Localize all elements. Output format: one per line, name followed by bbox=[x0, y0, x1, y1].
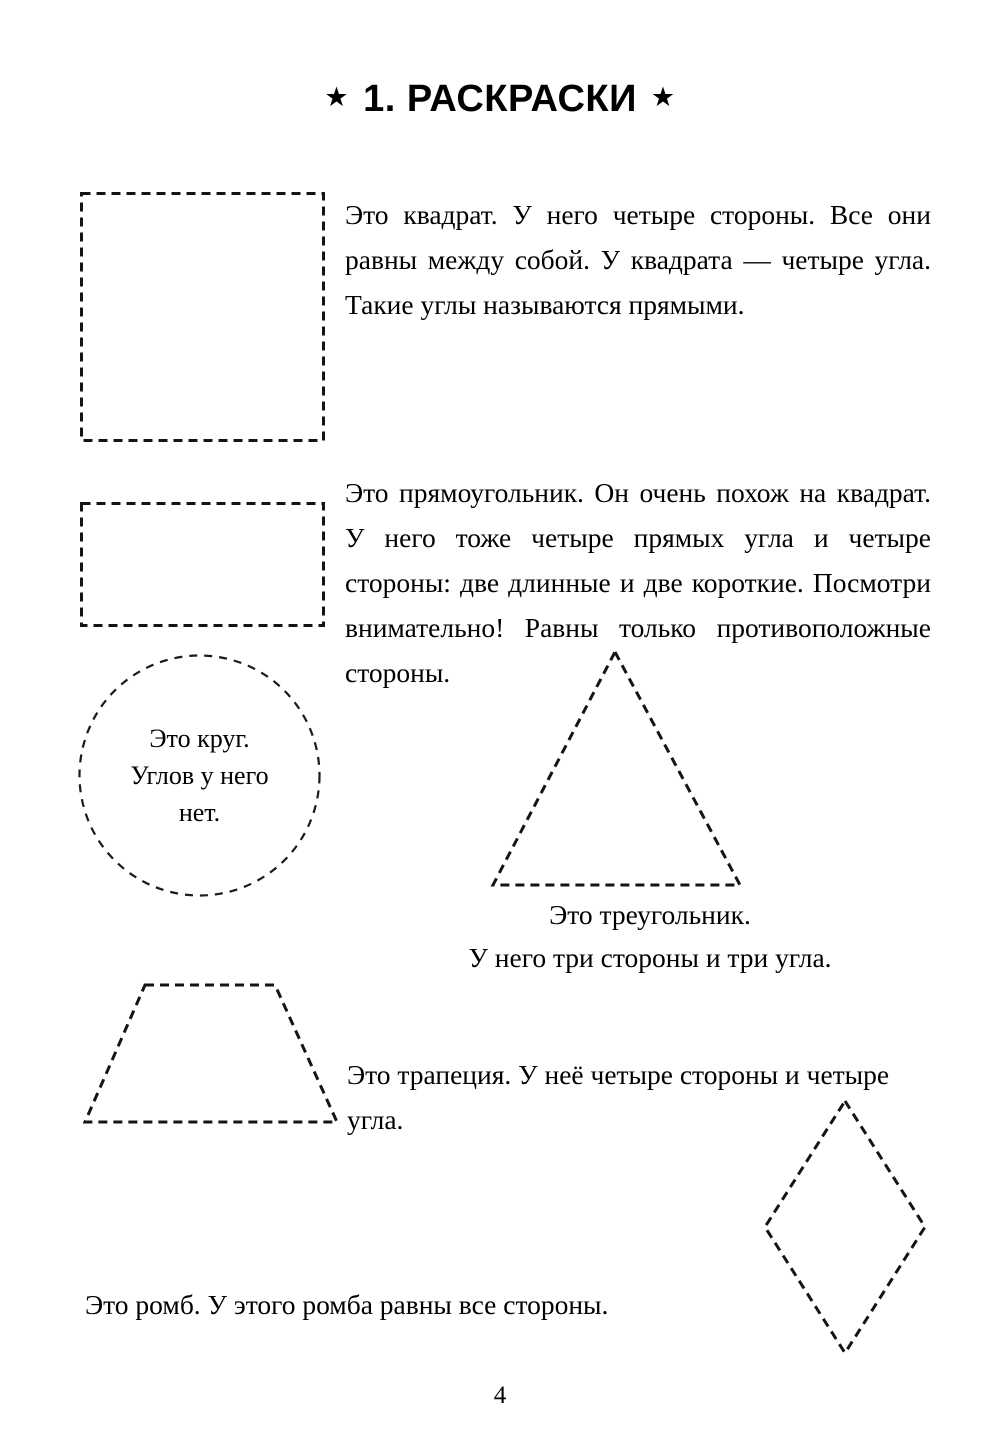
circle-description: Это круг. Углов у него нет. bbox=[78, 654, 321, 897]
rectangle-description: Это прямоугольник. Он очень похож на ква… bbox=[345, 477, 931, 688]
square-outline-shape[interactable] bbox=[80, 192, 325, 442]
triangle-caption: Это треугольник. У него три стороны и тр… bbox=[370, 893, 930, 979]
trapezoid-outline-shape[interactable] bbox=[75, 975, 347, 1132]
circle-description-line-1: Это круг. bbox=[149, 724, 250, 753]
triangle-caption-line-2: У него три стороны и три угла. bbox=[468, 942, 832, 973]
rectangle-outline-shape[interactable] bbox=[80, 502, 325, 627]
page-title-text: 1. РАСКРАСКИ bbox=[363, 78, 637, 120]
square-description: Это квадрат. У него четыре стороны. Все … bbox=[345, 199, 931, 320]
rhombus-outline-shape[interactable] bbox=[755, 1093, 935, 1361]
trapezoid-description: Это трапеция. У неё четыре стороны и чет… bbox=[347, 1059, 890, 1135]
page-number: 4 bbox=[493, 1382, 507, 1409]
star-icon-left: ★ bbox=[324, 82, 350, 112]
circle-outline-shape[interactable]: Это круг. Углов у него нет. bbox=[78, 654, 321, 897]
star-icon-right: ★ bbox=[650, 82, 676, 112]
triangle-caption-line-1: Это треугольник. bbox=[549, 899, 751, 930]
circle-description-line-3: нет. bbox=[178, 798, 221, 827]
page-title: ★ 1. РАСКРАСКИ ★ bbox=[0, 78, 1000, 121]
circle-description-line-2: Углов у него bbox=[130, 761, 269, 790]
triangle-outline-shape[interactable] bbox=[484, 648, 750, 894]
rhombus-description: Это ромб. У этого ромба равны все сторон… bbox=[85, 1289, 609, 1320]
